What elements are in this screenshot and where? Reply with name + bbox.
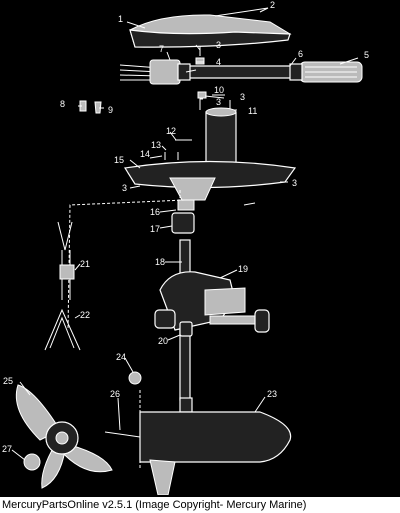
callout-13: 13 bbox=[151, 140, 161, 150]
callout-3e: 3 bbox=[292, 178, 297, 188]
collar-parts bbox=[171, 199, 195, 234]
callout-11: 11 bbox=[248, 106, 257, 116]
callout-21: 21 bbox=[80, 259, 90, 269]
callout-8: 8 bbox=[60, 99, 65, 109]
prop-pin-part bbox=[104, 431, 141, 438]
prop-nut-part bbox=[23, 453, 41, 471]
callout-2: 2 bbox=[270, 0, 275, 10]
shaft-clamp-part bbox=[154, 239, 270, 401]
callout-3: 3 bbox=[216, 40, 221, 50]
callout-7: 7 bbox=[159, 44, 164, 54]
callout-27: 27 bbox=[2, 444, 12, 454]
top-cover-part bbox=[129, 7, 292, 48]
callout-5: 5 bbox=[364, 50, 369, 60]
callout-22: 22 bbox=[80, 310, 90, 320]
callout-3b: 3 bbox=[240, 92, 245, 102]
callout-3d: 3 bbox=[122, 183, 127, 193]
callout-3c: 3 bbox=[216, 97, 221, 107]
anode-part bbox=[128, 371, 142, 385]
propeller-part bbox=[15, 384, 113, 489]
callout-19: 19 bbox=[238, 264, 248, 274]
callout-26: 26 bbox=[110, 389, 120, 399]
callout-23: 23 bbox=[267, 389, 277, 399]
clip-parts bbox=[79, 100, 102, 114]
callout-25: 25 bbox=[3, 376, 13, 386]
callout-17: 17 bbox=[150, 224, 160, 234]
callout-24: 24 bbox=[116, 352, 126, 362]
callout-15: 15 bbox=[114, 155, 124, 165]
callout-labels: 1 2 3 4 5 6 7 3 3 8 9 10 11 12 13 14 15 … bbox=[2, 0, 369, 454]
callout-18: 18 bbox=[155, 257, 165, 267]
bolt-parts bbox=[164, 139, 192, 160]
trolling-motor-exploded-diagram: 1 2 3 4 5 6 7 3 3 8 9 10 11 12 13 14 15 … bbox=[2, 0, 369, 495]
copyright-footer: MercuryPartsOnline v2.5.1 (Image Copyrig… bbox=[0, 497, 400, 513]
callout-12: 12 bbox=[166, 126, 176, 136]
battery-leads-part bbox=[44, 221, 81, 351]
head-base-part bbox=[124, 160, 297, 201]
lower-unit-part bbox=[139, 397, 292, 495]
leader-lines bbox=[11, 7, 359, 461]
speed-switch-part bbox=[119, 59, 191, 85]
callout-9: 9 bbox=[108, 105, 113, 115]
callout-14: 14 bbox=[140, 149, 150, 159]
callout-4: 4 bbox=[216, 57, 221, 67]
callout-20: 20 bbox=[158, 336, 168, 346]
tiller-handle-part bbox=[184, 61, 363, 83]
callout-1: 1 bbox=[118, 14, 123, 24]
callout-16: 16 bbox=[150, 207, 160, 217]
callout-6: 6 bbox=[298, 49, 303, 59]
callout-10: 10 bbox=[214, 85, 224, 95]
